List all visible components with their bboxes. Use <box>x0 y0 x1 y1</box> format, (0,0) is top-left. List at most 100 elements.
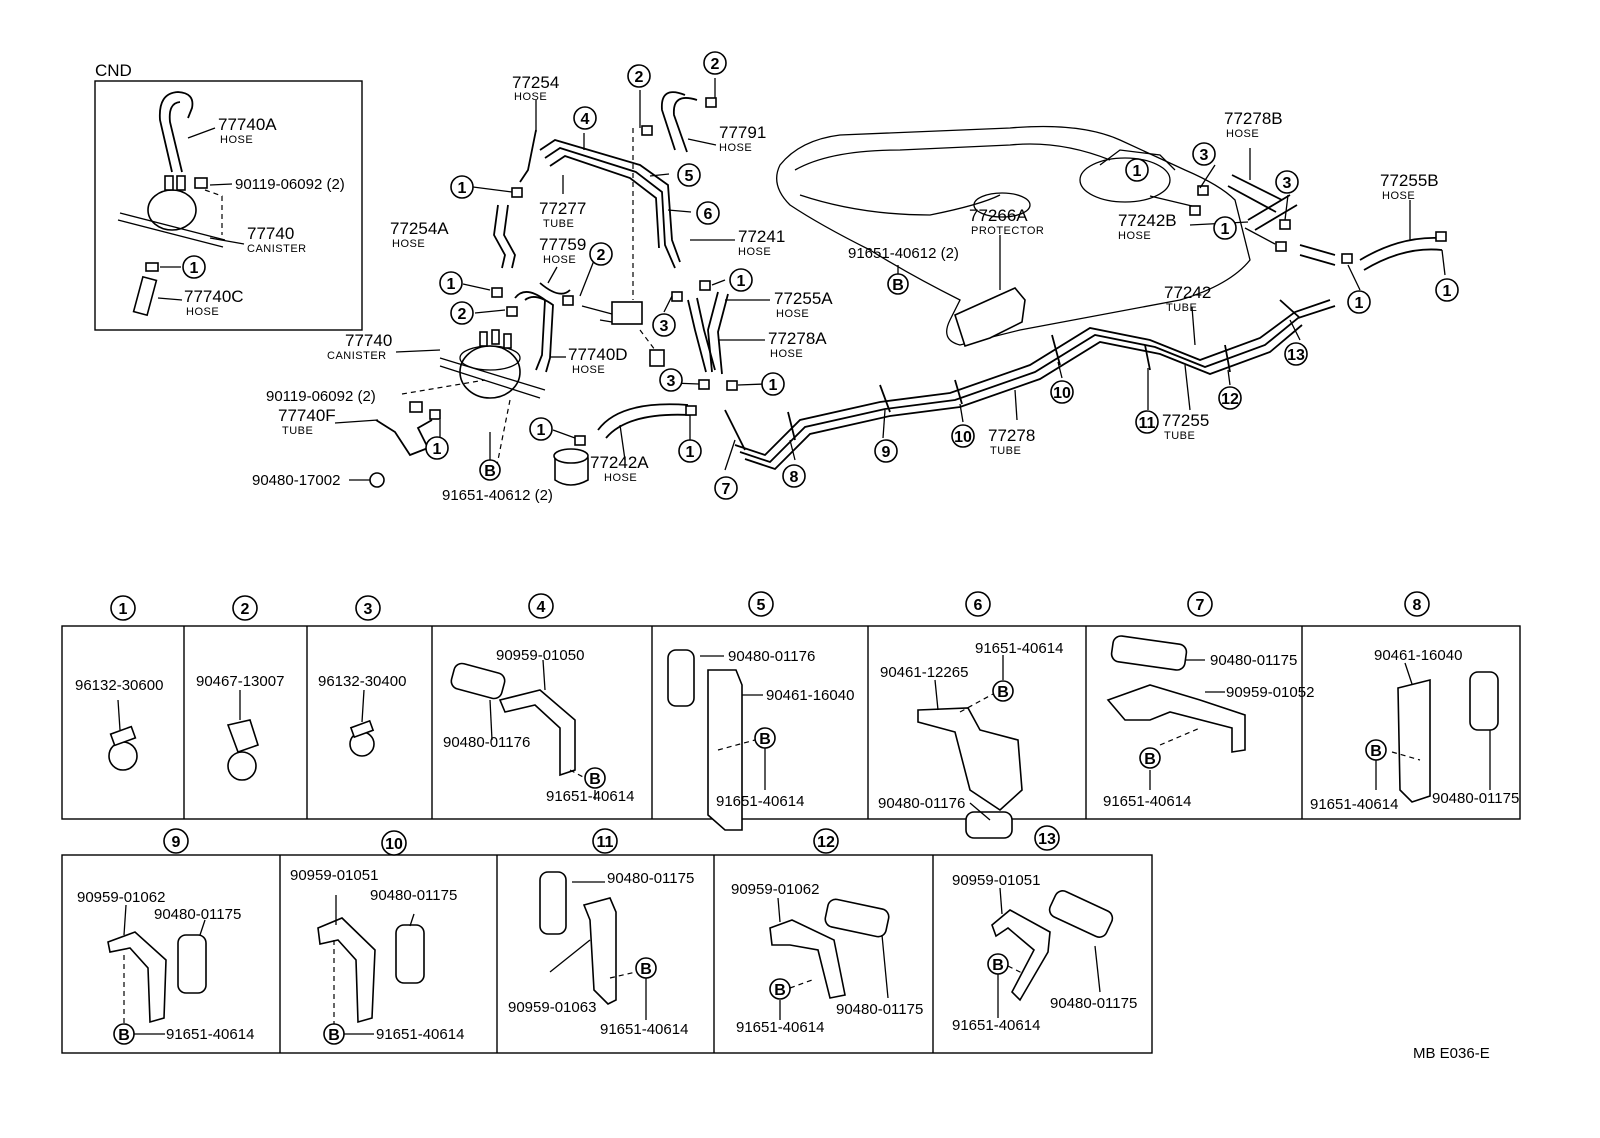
ref-circle-outline <box>748 591 774 617</box>
leader <box>1094 945 1101 993</box>
leader <box>619 424 626 461</box>
ref-number: 1 <box>458 180 467 197</box>
leader <box>934 679 939 711</box>
callout-desc: PROTECTOR <box>971 225 1044 237</box>
ref-circle-outline <box>1187 591 1213 617</box>
hose-77740a-inner <box>168 101 183 173</box>
leader <box>409 913 415 927</box>
ref-circle-outline <box>714 476 738 500</box>
clamp-tab <box>226 719 259 754</box>
grommet-drawing <box>395 924 425 984</box>
bracket-11 <box>1144 344 1151 371</box>
callouts: 77254 HOSE 77254A HOSE 77277 TUBE 77759 … <box>252 73 1439 504</box>
leader <box>969 802 991 821</box>
bolt-icon <box>194 177 208 189</box>
clamp-icon <box>1197 185 1209 196</box>
panel-row-1-frame <box>61 625 1521 820</box>
ref-number: 1 <box>190 260 199 277</box>
ref-circle-outline <box>450 175 474 199</box>
ref-circle: 2 <box>703 51 727 75</box>
part-number: 91651-40614 <box>736 1019 824 1036</box>
ref-circle: 8 <box>782 464 806 488</box>
callout-desc: HOSE <box>738 246 771 258</box>
callout-num: 77255 <box>1162 411 1209 430</box>
bracket-13 <box>1279 299 1301 319</box>
bracket-drawing <box>1397 678 1431 803</box>
part-number: 91651-40614 <box>376 1026 464 1043</box>
leader <box>1014 389 1018 421</box>
ref-circle-outline <box>782 464 806 488</box>
leader <box>1149 195 1193 207</box>
ref-number: 5 <box>685 168 694 185</box>
part-number: 91651-40614 <box>600 1021 688 1038</box>
bracket-9 <box>879 384 891 413</box>
panel-3: 96132-30400 <box>318 673 406 757</box>
bolt-b-letter: B <box>774 982 786 999</box>
callout-num: 77740F <box>278 406 336 425</box>
ref-number: 1 <box>1355 295 1364 312</box>
leader <box>1244 227 1276 245</box>
ref-circle-outline <box>425 436 449 460</box>
part-number: 90959-01062 <box>731 881 819 898</box>
bolt-b-letter: B <box>589 771 601 788</box>
callout-num: 77759 <box>539 235 586 254</box>
leader <box>1404 662 1413 685</box>
grommet-drawing <box>177 934 207 994</box>
bracket-10 <box>1051 334 1061 366</box>
hose-77791 <box>661 91 686 151</box>
part-number: 90959-01062 <box>77 889 165 906</box>
ref-circle: 9 <box>874 439 898 463</box>
ref-circle-outline <box>627 64 651 88</box>
ref-circle: 1 <box>1347 290 1371 314</box>
leader <box>474 309 506 314</box>
ref-circle-outline <box>1034 825 1060 851</box>
leader <box>789 439 796 461</box>
bracket-drawing <box>1106 684 1246 753</box>
bracket-drawing <box>107 931 167 1024</box>
callout-desc: CANISTER <box>327 350 387 362</box>
ref-number: 2 <box>458 306 467 323</box>
part-number: 90959-01052 <box>1226 684 1314 701</box>
callout-num: 77740A <box>218 115 277 134</box>
ref-circle: 10 <box>951 424 975 448</box>
callout-num: 77740 <box>247 224 294 243</box>
bolt-b-letter: B <box>992 957 1004 974</box>
ref-circle: 2 <box>232 595 258 621</box>
hose-clamp-drawing <box>227 751 257 781</box>
ref-circle-outline <box>110 595 136 621</box>
ref-number: 1 <box>119 601 128 618</box>
clamp-icon <box>145 262 159 272</box>
ref-number: 2 <box>241 601 250 618</box>
ref-circle: 7 <box>1187 591 1213 617</box>
ref-circle-outline <box>696 201 720 225</box>
ref-circle-outline <box>1192 142 1216 166</box>
bolt-b-letter: B <box>328 1027 340 1044</box>
bolt-b-marker <box>992 680 1014 702</box>
leader <box>117 699 121 731</box>
grommet-drawing <box>539 871 567 935</box>
clamp-icon <box>506 306 518 317</box>
panel-5: B 90480-01176 90461-16040 91651-40614 <box>667 648 854 831</box>
callout-num: 77740 <box>345 331 392 350</box>
bolt-b-marker <box>754 727 776 749</box>
hose-77278a <box>696 297 716 371</box>
ref-number: 4 <box>537 599 546 616</box>
leader <box>777 897 781 923</box>
ref-number: 3 <box>660 318 669 335</box>
leader <box>1347 264 1361 291</box>
ref-circle-outline <box>951 424 975 448</box>
ref-circle: 6 <box>696 201 720 225</box>
canister-77740-inset <box>147 189 197 231</box>
bolt-b-letter: B <box>892 277 904 294</box>
part-number: 91651-40614 <box>952 1017 1040 1034</box>
ref-number: 12 <box>1221 391 1239 408</box>
clamp-icon <box>562 295 574 306</box>
clamp-icon <box>429 409 441 420</box>
ref-circle: 12 <box>813 828 839 854</box>
part-number: 90461-16040 <box>1374 647 1462 664</box>
bolt-dashline <box>1007 965 1025 975</box>
leader <box>663 295 673 313</box>
vsv-port <box>581 305 613 323</box>
ref-circle: 4 <box>528 593 554 619</box>
hose-77740c <box>132 275 158 317</box>
